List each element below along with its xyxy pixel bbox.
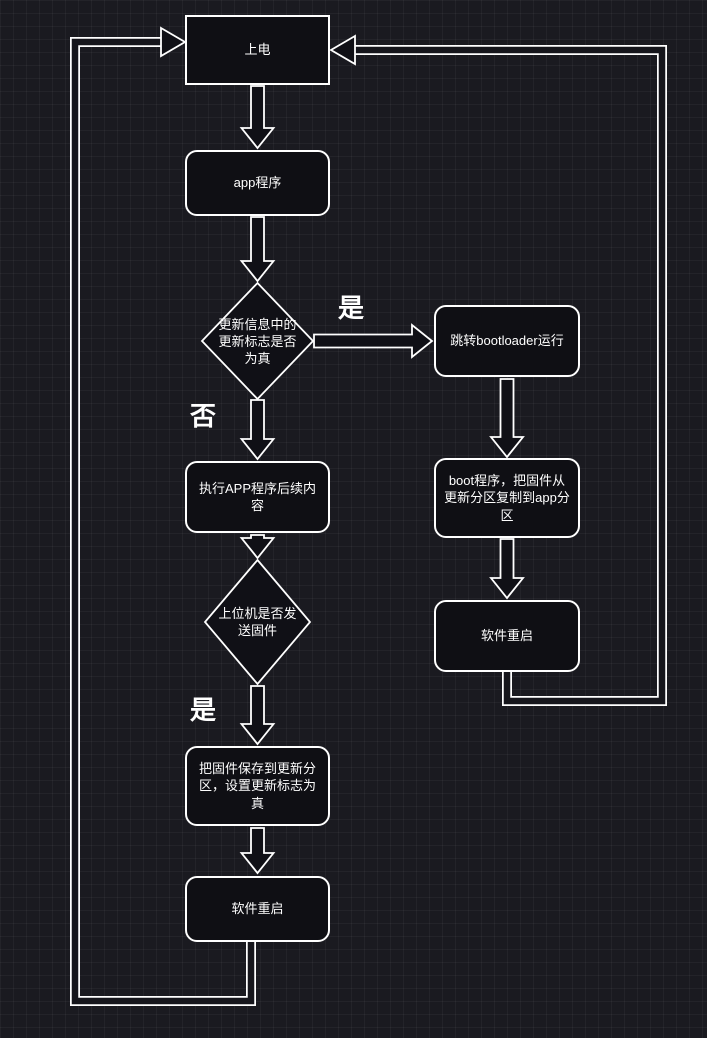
arrow-save-to-restart-icon [239, 827, 276, 875]
edge-label-yes-right: 是 [338, 293, 365, 323]
arrow-app-to-decision1-icon [239, 216, 276, 283]
node-save-firmware-set-flag: 把固件保存到更新分 区，设置更新标志为 真 [185, 746, 330, 826]
node-exec-app-continue: 执行APP程序后续内 容 [185, 461, 330, 533]
arrow-decision1-to-jump-icon [313, 323, 434, 359]
arrow-decision1-to-exec-icon [239, 399, 276, 461]
arrow-jump-to-boot-icon [489, 378, 525, 459]
decision-update-flag-diamond [200, 281, 315, 401]
node-jump-bootloader: 跳转bootloader运行 [434, 305, 580, 377]
loop-right-return-connector [329, 34, 667, 706]
edge-label-no-down: 否 [190, 401, 217, 431]
node-boot-copy-firmware: boot程序，把固件从 更新分区复制到app分 区 [434, 458, 580, 538]
node-software-restart-right: 软件重启 [434, 600, 580, 672]
node-power-on: 上电 [185, 15, 330, 85]
arrow-boot-to-restart-icon [489, 538, 525, 600]
decision-host-send-label: 上位机是否发 送固件 [218, 606, 297, 638]
node-app-program: app程序 [185, 150, 330, 216]
edge-label-yes-down: 是 [190, 695, 217, 725]
arrow-power-to-app-icon [239, 85, 276, 150]
decision-host-send-diamond [203, 558, 312, 686]
arrow-exec-to-decision2-icon [239, 534, 276, 560]
arrow-decision2-to-save-icon [239, 685, 276, 746]
node-software-restart-left: 软件重启 [185, 876, 330, 942]
loop-left-return-connector [70, 26, 256, 1006]
decision-update-flag-label: 更新信息中的 更新标志是否 为真 [218, 317, 297, 366]
